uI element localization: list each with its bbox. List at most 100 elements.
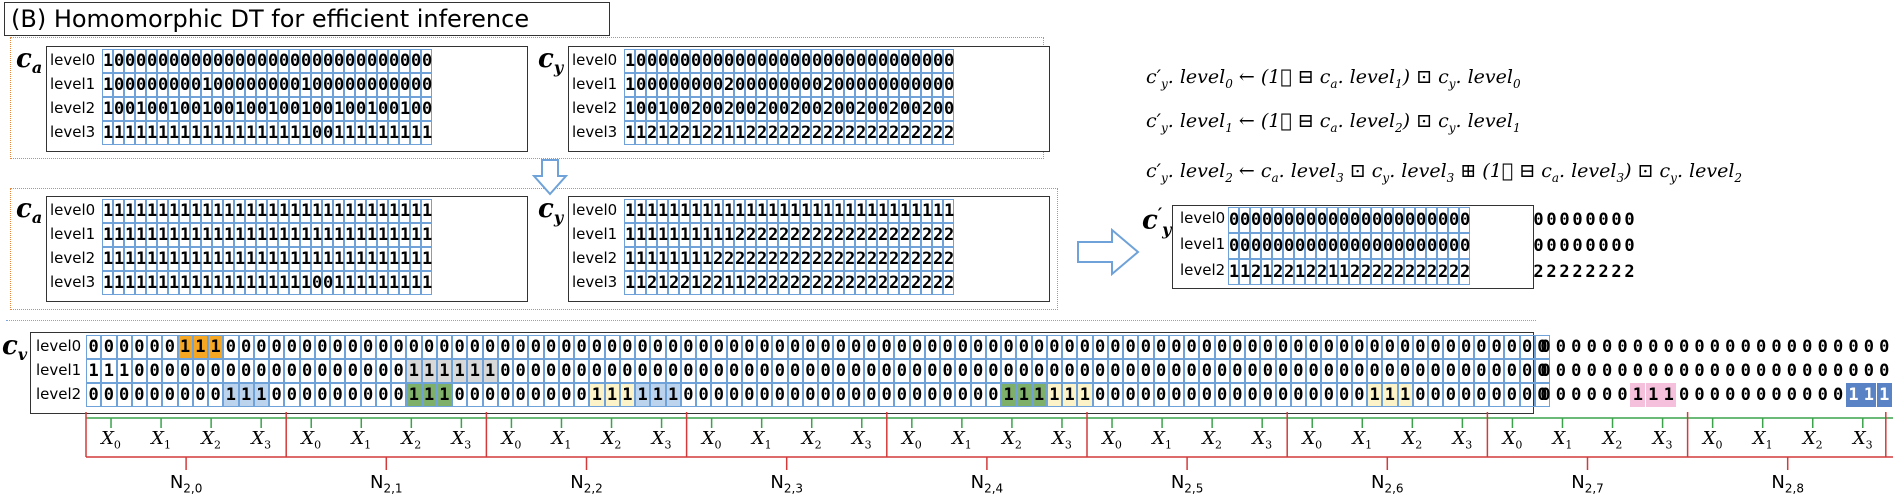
bit-cell: 1 bbox=[467, 359, 483, 383]
bit-cell: 0 bbox=[696, 359, 712, 383]
bit-cell: 0 bbox=[86, 335, 102, 359]
bit-cell: 2 bbox=[866, 271, 878, 295]
bit-cell: 2 bbox=[921, 97, 933, 121]
bit-cell: 0 bbox=[212, 49, 224, 73]
bit-cell: 1 bbox=[657, 121, 669, 145]
x-label: X2 bbox=[601, 428, 622, 452]
bit-cell: 1 bbox=[289, 271, 301, 295]
bit-cell: 0 bbox=[377, 49, 389, 73]
bit-cell: 2 bbox=[921, 271, 933, 295]
bit-cell: 0 bbox=[1275, 383, 1291, 407]
bit-cell: 0 bbox=[1245, 383, 1261, 407]
bit-cell: 0 bbox=[1338, 233, 1349, 259]
bit-cell: 2 bbox=[789, 121, 801, 145]
bit-cell: 2 bbox=[668, 271, 680, 295]
overflow-bit: 0 bbox=[1572, 210, 1583, 230]
bit-cell: 0 bbox=[680, 383, 696, 407]
bit-cell: 1 bbox=[267, 97, 279, 121]
bit-cell: 0 bbox=[1443, 359, 1459, 383]
bit-cell: 1 bbox=[690, 199, 702, 223]
bit-cell: 0 bbox=[833, 383, 849, 407]
bit-cell: 1 bbox=[234, 97, 246, 121]
bit-cell: 0 bbox=[879, 383, 895, 407]
bit-cell: 0 bbox=[1412, 359, 1428, 383]
bit-cell: 1 bbox=[668, 199, 680, 223]
overflow-bit: 0 bbox=[1533, 236, 1544, 256]
bit-cell: 0 bbox=[1459, 233, 1470, 259]
bit-cell: 2 bbox=[855, 223, 867, 247]
bit-cell: 2 bbox=[778, 247, 790, 271]
bit-cell: 0 bbox=[712, 73, 724, 97]
bit-cell: 0 bbox=[391, 335, 407, 359]
overflow-bit: 0 bbox=[1624, 236, 1635, 256]
bit-cell: 0 bbox=[888, 73, 900, 97]
bit-cell: 1 bbox=[679, 223, 691, 247]
bit-cell: 2 bbox=[888, 97, 900, 121]
bit-cell: 0 bbox=[848, 359, 864, 383]
level-label: level2 bbox=[50, 99, 96, 117]
bit-cell: 2 bbox=[734, 223, 746, 247]
bit-cell: 2 bbox=[800, 121, 812, 145]
bit-cell: 0 bbox=[113, 49, 125, 73]
bit-cell: 1 bbox=[124, 247, 136, 271]
bit-cell: 2 bbox=[811, 247, 823, 271]
bit-cell: 1 bbox=[201, 199, 213, 223]
bit-cell: 0 bbox=[1199, 383, 1215, 407]
node-label: N2,1 bbox=[370, 472, 403, 496]
bit-cell: 0 bbox=[1283, 233, 1294, 259]
bit-cell: 0 bbox=[1473, 335, 1489, 359]
bit-cell: 0 bbox=[1351, 359, 1367, 383]
bit-cell: 1 bbox=[212, 199, 224, 223]
bit-cell: 0 bbox=[1168, 359, 1184, 383]
bit-cell: 2 bbox=[734, 247, 746, 271]
bit-cell: 2 bbox=[789, 97, 801, 121]
bit-cell: 0 bbox=[162, 383, 178, 407]
bit-cell: 0 bbox=[757, 335, 773, 359]
bit-cell: 0 bbox=[888, 49, 900, 73]
bit-cell: 0 bbox=[289, 73, 301, 97]
bit-cell: 0 bbox=[1250, 207, 1261, 233]
bit-cell: 0 bbox=[410, 49, 422, 73]
bit-cell: 1 bbox=[366, 247, 378, 271]
bit-cell: 0 bbox=[726, 335, 742, 359]
bit-cell: 0 bbox=[146, 73, 158, 97]
bit-cell: 1 bbox=[355, 121, 367, 145]
overflow-bit: 2 bbox=[1546, 262, 1557, 282]
bit-cell: 1 bbox=[168, 271, 180, 295]
bit-cell: 0 bbox=[574, 359, 590, 383]
bit-cell: 1 bbox=[146, 199, 158, 223]
x-label: X3 bbox=[251, 428, 272, 452]
bit-cell: 1 bbox=[833, 199, 845, 223]
bit-cell: 2 bbox=[778, 223, 790, 247]
level-label: level0 bbox=[36, 337, 82, 355]
bit-cell: 0 bbox=[650, 359, 666, 383]
bit-cell: 2 bbox=[745, 223, 757, 247]
bit-cell: 0 bbox=[985, 359, 1001, 383]
bit-cell: 0 bbox=[345, 383, 361, 407]
x-label: X0 bbox=[701, 428, 722, 452]
bit-cell: 2 bbox=[745, 271, 757, 295]
bit-cell: 0 bbox=[223, 359, 239, 383]
bit-cell: 0 bbox=[899, 97, 911, 121]
bit-cell: 1 bbox=[190, 271, 202, 295]
bit-cell: 1 bbox=[333, 97, 345, 121]
bit-cell: 2 bbox=[767, 271, 779, 295]
bit-cell: 0 bbox=[116, 383, 132, 407]
bit-cell: 0 bbox=[1290, 359, 1306, 383]
x-label: X1 bbox=[351, 428, 372, 452]
level-label: level1 bbox=[50, 225, 96, 243]
bit-cell: 1 bbox=[267, 223, 279, 247]
bit-cell: 0 bbox=[1382, 359, 1398, 383]
bit-cell: 0 bbox=[932, 73, 944, 97]
bit-cell: 1 bbox=[289, 121, 301, 145]
bit-cell: 0 bbox=[772, 359, 788, 383]
x-label: X0 bbox=[101, 428, 121, 452]
bit-cell: 2 bbox=[822, 97, 834, 121]
bit-cell: 2 bbox=[1415, 259, 1426, 285]
bit-cell: 0 bbox=[985, 383, 1001, 407]
bit-cell: 1 bbox=[168, 199, 180, 223]
bit-cell: 0 bbox=[940, 335, 956, 359]
bit-cell: 1 bbox=[1228, 259, 1239, 285]
bit-cell: 1 bbox=[635, 383, 651, 407]
bit-cell: 0 bbox=[256, 97, 268, 121]
